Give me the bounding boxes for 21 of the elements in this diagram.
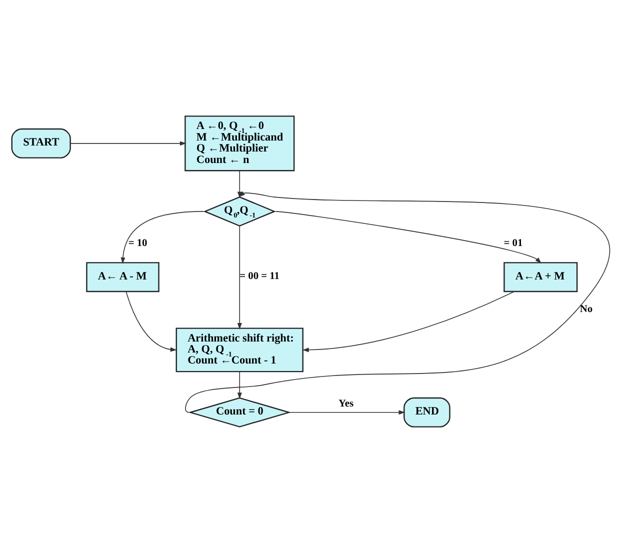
node-box: START	[11, 128, 71, 158]
node-box: A← A - M	[86, 262, 160, 292]
arrow	[288, 410, 406, 415]
node-diamond: Count = 0	[188, 397, 292, 428]
arrow	[275, 211, 542, 264]
node-box: END	[404, 397, 450, 428]
node-box: A ←0, Q$_{-1}$ ←0 M ←Multiplicand Q ←Multiplier Count ← n	[184, 116, 295, 172]
edge-label: Yes	[338, 398, 354, 410]
edge-label: = 10	[128, 238, 148, 250]
arrow	[120, 211, 204, 264]
edge-label: = 00 = 11	[240, 271, 280, 282]
arrow	[237, 225, 242, 330]
arrow	[237, 371, 242, 400]
node-box: Arithmetic shift right: A, Q, Q$_{-1}$ Count ←Count - 1	[176, 328, 304, 372]
arrow	[70, 141, 186, 146]
node-diamond: Q$_{0}$,Q$_{-1}$	[203, 196, 276, 227]
node-box: A←A + M	[504, 262, 578, 292]
arrow	[302, 291, 514, 352]
edge-label: = 01	[504, 238, 523, 250]
arrow	[126, 291, 177, 352]
edge-label: No	[580, 304, 593, 315]
